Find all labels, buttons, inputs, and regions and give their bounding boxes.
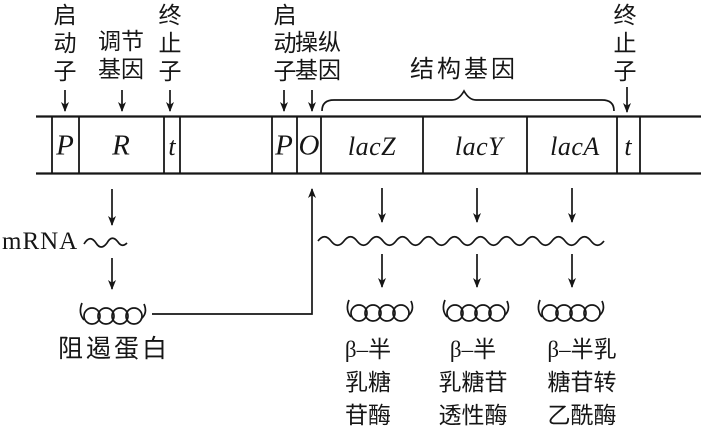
label-operator-gene: 操纵 基因 [295,30,341,83]
label-mrna: mRNA [2,228,79,255]
segment-o: O [298,129,320,162]
mrna-squiggle [83,237,128,248]
label-structural-genes: 结构基因 [410,57,518,83]
structural-genes-brace [321,89,615,112]
protein-coil-laca [537,299,605,322]
label-promoter-1: 启 动 子 [53,3,77,84]
label-regulator-gene: 调节 基因 [98,29,144,82]
label-beta-galactosidase: β–半 乳糖 苷酶 [344,337,392,428]
segment-p1: P [56,129,74,162]
segment-r: R [112,129,130,162]
label-permease: β–半 乳糖苷 透性酶 [438,337,508,428]
label-repressor-protein: 阻遏蛋白 [57,336,171,363]
segment-t1: t [168,132,176,161]
mrna-wave [317,235,605,247]
segment-lacz: lacZ [347,132,397,161]
label-terminator-2: 终 止 子 [613,3,637,84]
label-transacetylase: β–半乳 糖苷转 乙酰酶 [547,337,617,428]
segment-laca: lacA [550,132,600,161]
repressor-protein-coil [79,302,147,325]
segment-t2: t [624,132,632,161]
label-terminator-1: 终 止 子 [158,3,182,84]
protein-coil-lacz [346,299,414,322]
label-promoter-2: 启 动 子 [273,3,297,84]
segment-lacy: lacY [454,132,504,161]
repressor-to-operator-connector [152,188,316,315]
protein-coil-lacy [442,299,510,322]
segment-p2: P [275,129,293,162]
